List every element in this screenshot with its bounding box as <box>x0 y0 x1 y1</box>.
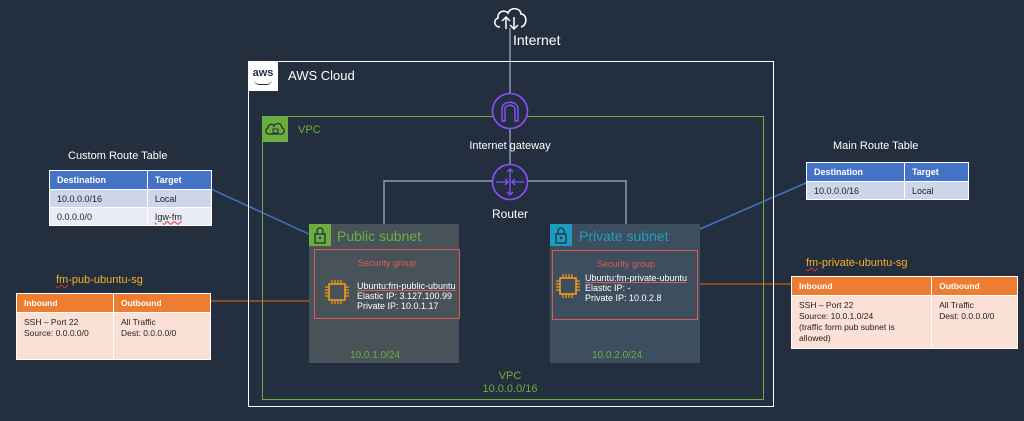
private-security-group[interactable] <box>552 250 698 320</box>
public-private-ip: Private IP: 10.0.1.17 <box>357 301 439 311</box>
pub-sg-outbound-cell: All Traffic Dest: 0.0.0.0/0 <box>113 312 211 360</box>
pub-sg-header-outbound: Outbound <box>113 293 211 313</box>
main-rt-link <box>699 182 807 230</box>
priv-sg-header-inbound: Inbound <box>790 276 933 296</box>
main-route-table: Destination Target 10.0.0.0/16 Local <box>806 162 970 200</box>
router-label: Router <box>491 207 529 221</box>
public-instance-info: Ubuntu:fm-public-ubuntu Elastic IP: 3.12… <box>357 281 456 311</box>
public-ec2-chip-icon[interactable] <box>324 279 350 305</box>
pub-sg-header-inbound: Inbound <box>16 293 114 313</box>
private-instance-info: Ubuntu:fm-private-ubuntu Elastic IP: - P… <box>585 273 687 303</box>
custom-rt-link <box>210 188 312 236</box>
pub-sg-title: fm-pub-ubuntu-sg <box>56 274 143 286</box>
aws-cloud-boundary <box>248 61 774 407</box>
custom-route-table: Destination Target 10.0.0.0/16 Local 0.0… <box>49 170 213 226</box>
private-ec2-chip-icon[interactable] <box>555 273 581 299</box>
table-row: SSH – Port 22 Source: 0.0.0.0/0 All Traf… <box>16 312 211 360</box>
rule-line: All Traffic <box>939 300 974 310</box>
internet-gateway-label: Internet gateway <box>469 140 551 152</box>
table-row: 10.0.0.0/16 Local <box>806 181 970 200</box>
router-icon[interactable] <box>491 163 529 201</box>
main-rt-header-destination: Destination <box>806 162 905 182</box>
rule-line: (traffic form pub subnet is <box>799 322 895 332</box>
private-instance-name: Ubuntu:fm-private-ubuntu <box>585 273 688 283</box>
vpc-footer-title: VPC <box>498 370 522 382</box>
priv-sg-inbound-cell: SSH – Port 22 Source: 10.0.1.0/24 (traff… <box>790 295 933 349</box>
custom-rt-header-target: Target <box>146 170 213 190</box>
priv-sg-header-outbound: Outbound <box>931 276 1018 296</box>
custom-rt-cell: 10.0.0.0/16 <box>49 189 148 208</box>
main-route-table-title: Main Route Table <box>833 140 919 152</box>
rule-line: Dest: 0.0.0.0/0 <box>121 328 177 338</box>
public-elastic-ip: Elastic IP: 3.127.100.99 <box>357 291 453 301</box>
internet-gateway-icon[interactable] <box>491 92 529 130</box>
priv-sg-table: Inbound Outbound SSH – Port 22 Source: 1… <box>790 276 1018 349</box>
internet-label: Internet <box>513 32 561 48</box>
aws-cloud-title: AWS Cloud <box>288 68 355 83</box>
internet-cloud-icon <box>491 5 529 31</box>
public-security-group[interactable] <box>314 249 460 319</box>
vpc-footer: VPC 10.0.0.0/16 <box>440 370 580 396</box>
aws-logo-icon: aws <box>248 61 278 91</box>
private-elastic-ip: Elastic IP: - <box>585 283 631 293</box>
custom-rt-cell: 0.0.0.0/0 <box>49 207 148 226</box>
priv-sg-title: fm-private-ubuntu-sg <box>806 257 908 269</box>
vpc-title: VPC <box>298 124 321 136</box>
pub-sg-title-prefix: fm <box>56 274 69 286</box>
aws-logo-text: aws <box>252 67 274 79</box>
main-rt-cell: 10.0.0.0/16 <box>806 181 905 200</box>
rule-line: Source: 10.0.1.0/24 <box>799 311 874 321</box>
table-row: SSH – Port 22 Source: 10.0.1.0/24 (traff… <box>790 295 1018 349</box>
table-row: 0.0.0.0/0 Igw-fm <box>49 207 213 226</box>
public-subnet-cidr: 10.0.1.0/24 <box>350 350 401 361</box>
private-private-ip: Private IP: 10.0.2.8 <box>585 293 662 303</box>
table-row: 10.0.0.0/16 Local <box>49 189 213 208</box>
priv-sg-title-prefix: fm <box>806 257 819 269</box>
main-rt-header-target: Target <box>903 162 970 182</box>
custom-rt-cell: Local <box>146 189 213 208</box>
custom-rt-cell: Igw-fm <box>146 207 213 226</box>
router-to-public-line <box>383 180 493 224</box>
vpc-cidr: 10.0.0.0/16 <box>482 383 538 395</box>
public-subnet-lock-icon <box>309 224 331 246</box>
public-subnet-title: Public subnet <box>337 228 422 244</box>
rule-line: allowed) <box>799 333 831 343</box>
custom-route-table-title: Custom Route Table <box>68 150 168 162</box>
custom-rt-header-destination: Destination <box>49 170 148 190</box>
rule-line: All Traffic <box>121 317 156 327</box>
private-sg-label: Security group <box>597 259 656 269</box>
pub-sg-table: Inbound Outbound SSH – Port 22 Source: 0… <box>16 293 211 360</box>
public-sg-label: Security group <box>358 258 417 268</box>
rule-line: Source: 0.0.0.0/0 <box>24 328 89 338</box>
pub-sg-inbound-cell: SSH – Port 22 Source: 0.0.0.0/0 <box>16 312 114 360</box>
rule-line: Dest: 0.0.0.0/0 <box>939 311 995 321</box>
priv-sg-title-rest: -private-ubuntu-sg <box>818 257 908 269</box>
rule-line: SSH – Port 22 <box>24 317 79 327</box>
main-rt-cell: Local <box>903 181 970 200</box>
rule-line: SSH – Port 22 <box>799 300 854 310</box>
public-subnet <box>309 224 459 363</box>
pub-sg-title-rest: -pub-ubuntu-sg <box>68 274 143 286</box>
priv-sg-outbound-cell: All Traffic Dest: 0.0.0.0/0 <box>931 295 1018 349</box>
private-subnet-cidr: 10.0.2.0/24 <box>592 350 643 361</box>
public-instance-name: Ubuntu:fm-public-ubuntu <box>357 281 456 291</box>
private-subnet-title: Private subnet <box>579 228 669 244</box>
private-subnet-lock-icon <box>550 224 572 246</box>
router-to-private-line <box>527 180 627 224</box>
vpc-cloud-icon <box>262 116 288 142</box>
